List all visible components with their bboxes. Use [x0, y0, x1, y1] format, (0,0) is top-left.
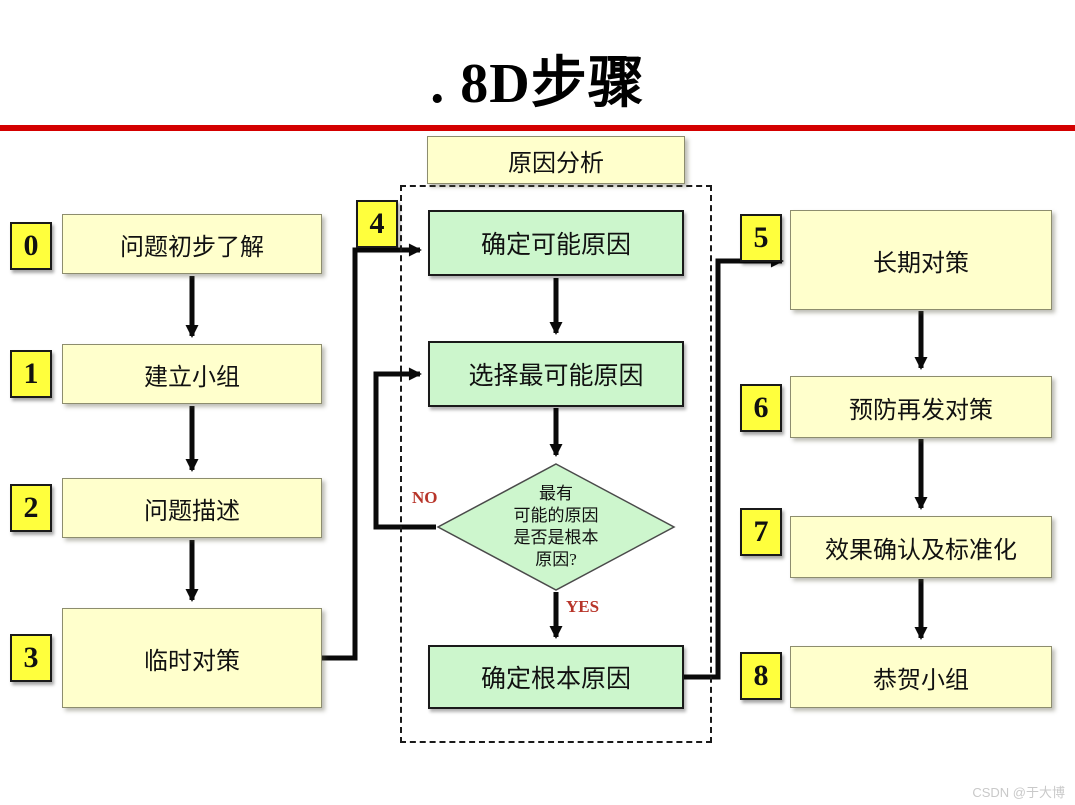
step-2-number: 2 [10, 484, 52, 532]
diamond-line-2: 可能的原因 [513, 505, 599, 525]
no-branch-label: NO [412, 488, 438, 507]
diamond-line-3: 是否是根本 [513, 528, 599, 547]
cause-analysis-dashed-frame [400, 185, 712, 743]
step-2-box: 问题描述 [62, 478, 322, 538]
title-divider-rule [0, 125, 1075, 131]
watermark: CSDN @于大博 [972, 785, 1065, 800]
arrow-step3-analysis [322, 243, 422, 661]
determine-root-cause-box: 确定根本原因 [428, 645, 684, 709]
select-most-likely-cause-box: 选择最可能原因 [428, 341, 684, 407]
step-6-number: 6 [740, 384, 782, 432]
step-1-number: 1 [10, 350, 52, 398]
step-0-box: 问题初步了解 [62, 214, 322, 274]
decision-diamond-shape [436, 463, 676, 591]
decision-diamond-text: 最有 可能的原因 是否是根本 原因? [436, 463, 676, 591]
arrow-diamond-boxb-no [373, 367, 436, 530]
step-4-number: 4 [356, 200, 398, 248]
step-5-box: 长期对策 [790, 210, 1052, 310]
step-7-number: 7 [740, 508, 782, 556]
step-8-box: 恭贺小组 [790, 646, 1052, 708]
step-8-number: 8 [740, 652, 782, 700]
step-6-box: 预防再发对策 [790, 376, 1052, 438]
step-1-box: 建立小组 [62, 344, 322, 404]
step-0-number: 0 [10, 222, 52, 270]
step-7-box: 效果确认及标准化 [790, 516, 1052, 578]
step-3-number: 3 [10, 634, 52, 682]
root-cause-decision-diamond: 最有 可能的原因 是否是根本 原因? [436, 463, 676, 591]
diamond-line-1: 最有 [539, 483, 573, 503]
step-3-box: 临时对策 [62, 608, 322, 708]
step-5-number: 5 [740, 214, 782, 262]
cause-analysis-header: 原因分析 [427, 136, 685, 184]
yes-branch-label: YES [566, 597, 600, 616]
diamond-line-4: 原因? [535, 550, 577, 570]
determine-possible-causes-box: 确定可能原因 [428, 210, 684, 276]
page-title: . 8D步骤 [430, 53, 645, 115]
